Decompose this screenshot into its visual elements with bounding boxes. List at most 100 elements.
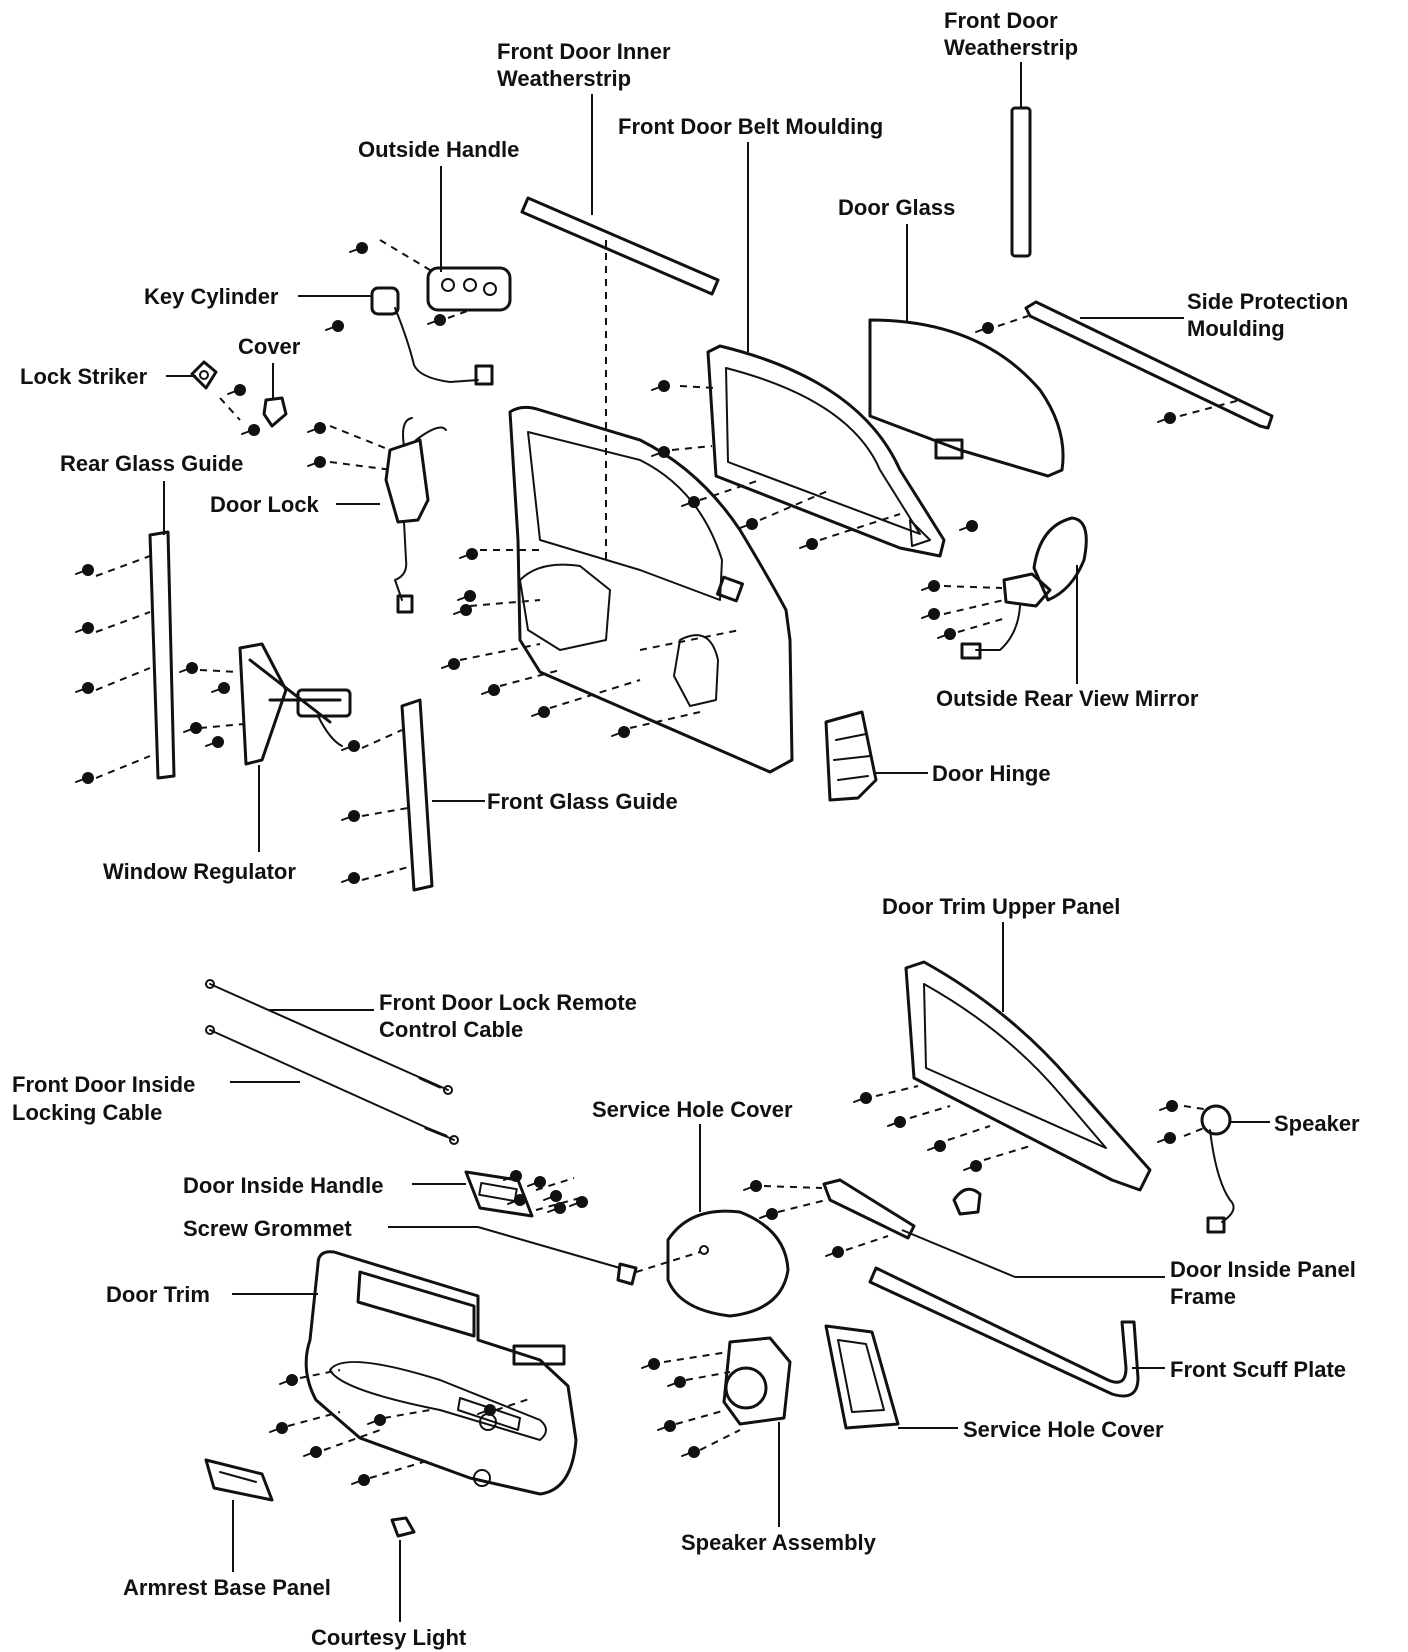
labels: Front Door Weatherstrip Front Door Inner… <box>12 8 1360 1650</box>
svg-text:Front Door Inside: Front Door Inside <box>12 1072 195 1097</box>
bolt-icon <box>746 518 758 530</box>
label-screw-grommet: Screw Grommet <box>183 1216 352 1241</box>
bolt-shank <box>681 502 691 507</box>
bolt-icon <box>832 1246 844 1258</box>
bolt-icon <box>510 1170 522 1182</box>
label-outside-handle: Outside Handle <box>358 137 519 162</box>
front-scuff-plate <box>868 1266 1140 1398</box>
svg-text:Door Inside Panel: Door Inside Panel <box>1170 1257 1356 1282</box>
bolt-shank <box>477 1410 487 1415</box>
label-key-cylinder: Key Cylinder <box>144 284 279 309</box>
bolt-icon <box>186 662 198 674</box>
leader-lines <box>163 62 1270 1622</box>
bolt-icon <box>534 1176 546 1188</box>
bolt-icon <box>928 580 940 592</box>
bolt-shank <box>975 328 985 333</box>
svg-text:Side Protection: Side Protection <box>1187 289 1348 314</box>
label-courtesy-light: Courtesy Light <box>311 1625 467 1650</box>
bolt-icon <box>464 590 476 602</box>
label-inside-locking-cable-2: Locking Cable <box>12 1100 162 1125</box>
bolt-shank <box>241 430 251 435</box>
label-armrest-base-panel: Armrest Base Panel <box>123 1575 331 1600</box>
bolt-icon <box>348 810 360 822</box>
bolt-shank <box>887 1122 897 1127</box>
bolt-shank <box>959 526 969 531</box>
label-door-inside-panel-frame-2: Frame <box>1170 1284 1236 1309</box>
bolt-icon <box>218 682 230 694</box>
bolt-shank <box>739 524 749 529</box>
bolt-icon <box>310 1446 322 1458</box>
bolt-icon <box>276 1422 288 1434</box>
bolt-icon <box>1164 412 1176 424</box>
courtesy-light <box>390 1516 416 1538</box>
door-lock <box>329 417 447 614</box>
bolt-shank <box>227 390 237 395</box>
bolt-shank <box>441 664 451 669</box>
cover-part <box>262 396 288 428</box>
svg-text:Frame: Frame <box>1170 1284 1236 1309</box>
bolt-icon <box>618 726 630 738</box>
bolt-icon <box>348 740 360 752</box>
label-window-regulator: Window Regulator <box>103 859 296 884</box>
armrest-base-panel <box>204 1458 274 1502</box>
service-hole-cover-top <box>635 1209 790 1318</box>
label-remote-control-cable-2: Control Cable <box>379 1017 523 1042</box>
bolt-icon <box>982 322 994 334</box>
bolt-shank <box>341 878 351 883</box>
bolt-shank <box>325 326 335 331</box>
bolt-shank <box>183 728 193 733</box>
label-inside-locking-cable-1: Front Door Inside <box>12 1072 195 1097</box>
bolt-shank <box>269 1428 279 1433</box>
svg-text:Front Door: Front Door <box>944 8 1058 33</box>
bolt-icon <box>658 380 670 392</box>
bolt-icon <box>1166 1100 1178 1112</box>
bolt-shank <box>963 1166 973 1171</box>
fastener-bolts <box>75 242 1178 1486</box>
front-door-inner-weatherstrip <box>520 196 720 560</box>
bolt-icon <box>488 684 500 696</box>
svg-text:Weatherstrip: Weatherstrip <box>497 66 631 91</box>
bolt-shank <box>427 320 437 325</box>
label-speaker: Speaker <box>1274 1111 1360 1136</box>
bolt-icon <box>358 1474 370 1486</box>
bolt-shank <box>75 688 85 693</box>
front-door-belt-moulding <box>671 344 946 558</box>
window-regulator <box>199 642 352 766</box>
bolt-icon <box>514 1194 526 1206</box>
label-front-door-weatherstrip-1: Front Door <box>944 8 1058 33</box>
label-cover: Cover <box>238 334 301 359</box>
label-front-door-inner-weatherstrip-1: Front Door Inner <box>497 39 671 64</box>
speaker-assembly <box>663 1336 792 1451</box>
label-front-door-belt-moulding: Front Door Belt Moulding <box>618 114 883 139</box>
key-cylinder <box>370 286 494 386</box>
bolt-icon <box>460 604 472 616</box>
front-door-inside-locking-cable <box>205 1025 459 1145</box>
outside-rear-view-mirror <box>943 516 1088 660</box>
label-door-trim-upper-panel: Door Trim Upper Panel <box>882 894 1120 919</box>
bolt-icon <box>966 520 978 532</box>
bolt-icon <box>860 1092 872 1104</box>
svg-text:Control Cable: Control Cable <box>379 1017 523 1042</box>
side-protection-moulding <box>997 300 1274 430</box>
bolt-shank <box>799 544 809 549</box>
bolt-icon <box>82 564 94 576</box>
bolt-icon <box>286 1374 298 1386</box>
bolt-shank <box>307 462 317 467</box>
bolt-icon <box>356 242 368 254</box>
bolt-shank <box>481 690 491 695</box>
bolt-icon <box>688 496 700 508</box>
bolt-shank <box>367 1420 377 1425</box>
bolt-icon <box>674 1376 686 1388</box>
lock-striker <box>190 360 241 421</box>
bolt-icon <box>750 1180 762 1192</box>
bolt-shank <box>75 570 85 575</box>
label-door-glass: Door Glass <box>838 195 955 220</box>
bolt-shank <box>641 1364 651 1369</box>
bolt-icon <box>212 736 224 748</box>
bolt-icon <box>82 622 94 634</box>
bolt-shank <box>743 1186 753 1191</box>
bolt-shank <box>759 1214 769 1219</box>
bolt-icon <box>766 1208 778 1220</box>
bolt-shank <box>825 1252 835 1257</box>
bolt-icon <box>664 1420 676 1432</box>
